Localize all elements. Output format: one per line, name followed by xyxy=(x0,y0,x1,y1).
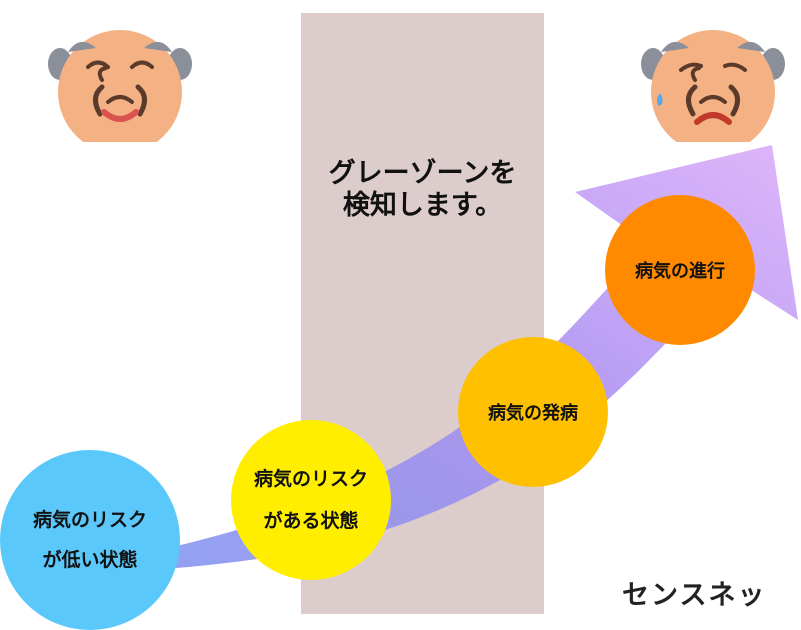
gray-zone-label: グレーゾーンを 検知します。 xyxy=(328,158,517,221)
stage-low-risk-circle: 病気のリスク が低い状態 xyxy=(0,450,180,630)
smiling-elderly-man-icon xyxy=(48,30,192,142)
worried-elderly-man-icon xyxy=(641,30,785,142)
stage-progression-label: 病気の進行 xyxy=(635,261,725,282)
stage-onset-label: 病気の発病 xyxy=(488,403,578,424)
stage-progression-circle: 病気の進行 xyxy=(605,195,755,345)
progression-arrow-icon xyxy=(150,145,798,570)
footer-brand-text: センスネッ xyxy=(622,580,767,611)
stage-onset-circle: 病気の発病 xyxy=(458,337,608,487)
stage-at-risk-circle: 病気のリスク がある状態 xyxy=(231,420,391,580)
stage-low-risk-label: 病気のリスク が低い状態 xyxy=(32,509,147,571)
stage-at-risk-label: 病気のリスク がある状態 xyxy=(253,468,368,532)
